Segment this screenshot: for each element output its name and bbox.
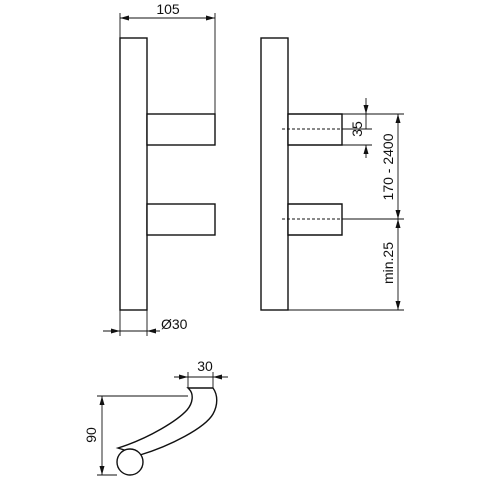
bottom-offset-dimension: 30 — [174, 358, 228, 388]
handle-bar-section — [116, 448, 144, 476]
bottom-height-label: 90 — [83, 427, 99, 443]
bottom-height-dimension: 90 — [83, 395, 188, 476]
side-centers-dimension: 170 - 2400 — [380, 114, 401, 219]
side-upper-standoff — [287, 113, 343, 146]
side-min-end-label: min.25 — [380, 242, 396, 284]
cranked-handle-profile — [115, 387, 218, 456]
side-standoff-label: 35 — [349, 121, 365, 137]
front-upper-standoff — [146, 113, 216, 146]
front-width-dimension: 105 — [119, 1, 216, 114]
front-diameter-label: Ø30 — [161, 316, 188, 332]
bottom-view: 30 90 — [83, 358, 228, 476]
front-view: 105 Ø30 — [103, 1, 216, 336]
side-view: 35 170 - 2400 min.25 — [260, 37, 404, 311]
bottom-offset-label: 30 — [197, 358, 213, 374]
front-lower-standoff — [146, 203, 216, 236]
side-min-end-dimension: min.25 — [380, 219, 401, 310]
side-handle-bar — [260, 37, 289, 311]
front-diameter-dimension: Ø30 — [103, 310, 188, 336]
front-width-label: 105 — [156, 1, 180, 17]
side-centers-label: 170 - 2400 — [380, 133, 396, 200]
side-lower-standoff — [287, 203, 343, 236]
side-standoff-dimension: 35 — [349, 98, 369, 158]
front-handle-bar — [119, 37, 148, 311]
